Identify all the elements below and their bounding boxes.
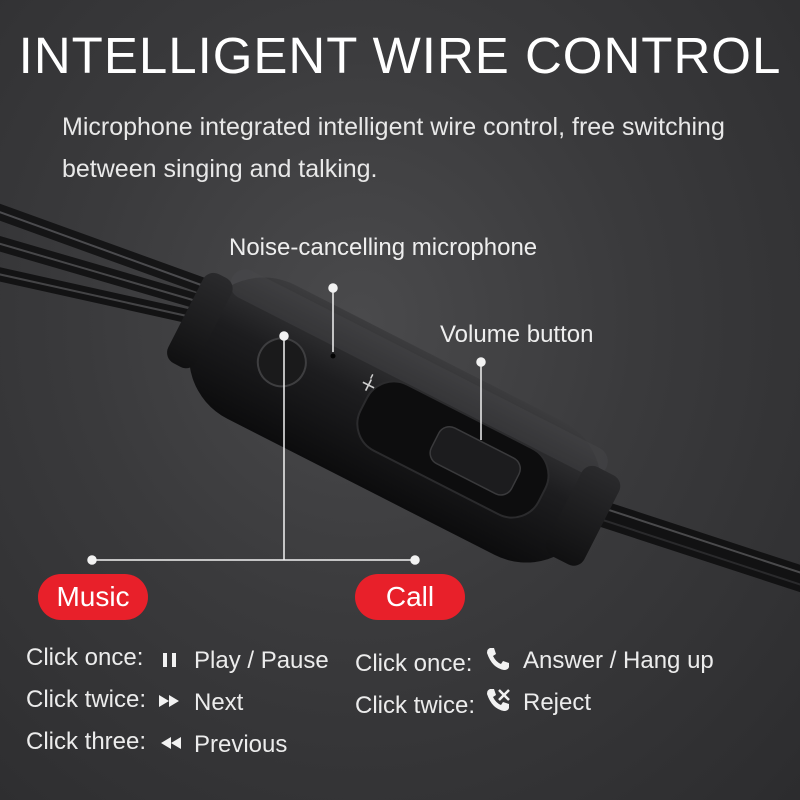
call-action: Reject bbox=[523, 689, 592, 716]
microphone-hole bbox=[330, 353, 336, 359]
phone-icon bbox=[484, 645, 512, 678]
music-trigger: Click once: bbox=[26, 644, 144, 671]
callout-lines bbox=[87, 283, 486, 565]
music-action: Next bbox=[194, 689, 244, 716]
call-action: Answer / Hang up bbox=[523, 647, 714, 674]
page-title: INTELLIGENT WIRE CONTROL bbox=[18, 27, 782, 84]
music-badge: Music bbox=[38, 574, 148, 620]
call-trigger: Click twice: bbox=[355, 692, 476, 719]
pause-icon bbox=[160, 650, 180, 675]
microphone-callout: Noise-cancelling microphone bbox=[229, 234, 538, 261]
subtitle: Microphone integrated intelligent wire c… bbox=[62, 113, 725, 183]
remote-body bbox=[167, 269, 621, 566]
call-badge: Call bbox=[355, 574, 465, 620]
music-trigger: Click three: bbox=[26, 728, 147, 755]
music-trigger: Click twice: bbox=[26, 686, 147, 713]
left-cables bbox=[0, 203, 223, 327]
call-trigger: Click once: bbox=[355, 650, 473, 677]
phone-reject-icon bbox=[484, 686, 512, 719]
music-action: Play / Pause bbox=[194, 647, 329, 674]
fast-forward-icon bbox=[157, 692, 183, 715]
rewind-icon bbox=[157, 734, 183, 757]
volume-callout: Volume button bbox=[440, 321, 594, 348]
music-action: Previous bbox=[194, 731, 288, 758]
